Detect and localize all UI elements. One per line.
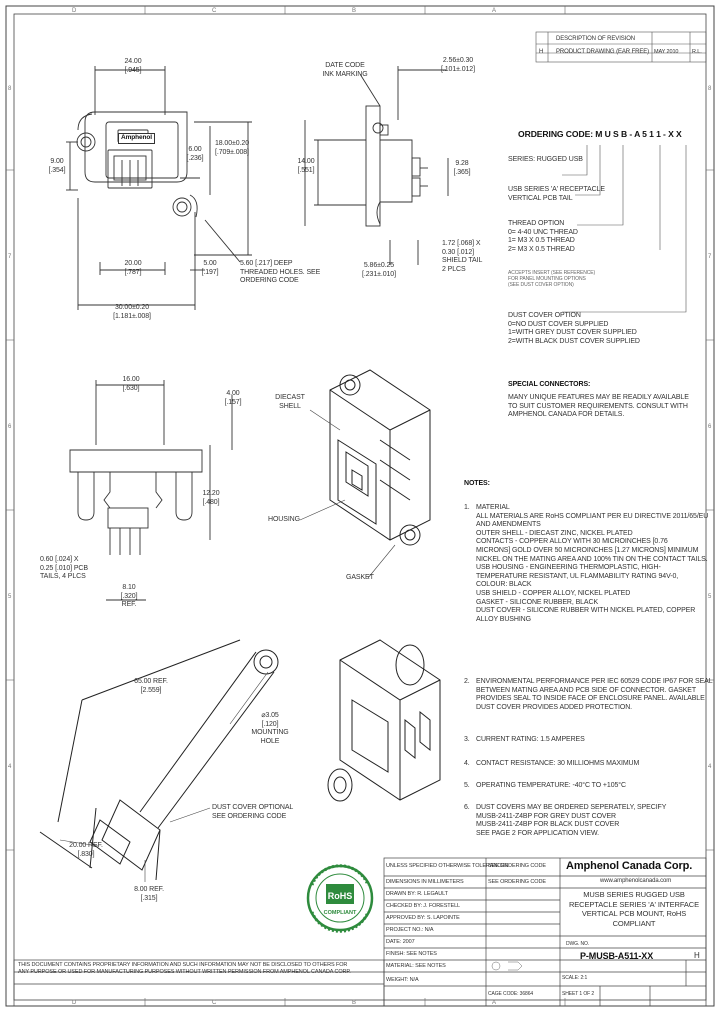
company-name: Amphenol Canada Corp. [566,860,693,872]
confidentiality-notice: THIS DOCUMENT CONTAINS PROPRIETARY INFOR… [18,962,351,975]
svg-text:RoHS: RoHS [328,891,353,901]
special-connectors-title: SPECIAL CONNECTORS: [508,381,591,388]
dust-cover-optional-label: DUST COVER OPTIONAL SEE ORDERING CODE [212,804,294,820]
mounting-hole-label: ⌀3.05 [.120] MOUNTING HOLE [251,712,289,745]
tb-tolerance-label: UNLESS SPECIFIED OTHERWISE TOLERANCES [386,863,509,869]
dim-width: 24.00 [.945] [124,58,142,74]
svg-text:A: A [492,1000,496,1006]
tb-row-7: MATERIAL: SEE NOTES [386,963,446,969]
tb-row-5: DATE: 2007 [386,939,415,945]
note-6-text: DUST COVERS MAY BE ORDERED SEPERATELY, S… [476,804,667,837]
svg-text:8: 8 [8,86,12,92]
svg-text:COMPLIANT: COMPLIANT [324,910,357,916]
svg-text:6: 6 [8,424,12,430]
dim-8-00: 8.00 REF. [.315] [134,886,164,902]
pcb-tails-note: 0.60 [.024] X 0.25 [.010] PCB TAILS, 4 P… [40,556,88,581]
threaded-holes-note: 5.60 [.217] DEEP THREADED HOLES. SEE ORD… [240,260,321,285]
svg-text:C: C [212,1000,217,1006]
dim-9: 9.00 [.354] [48,158,66,174]
svg-text:7: 7 [8,254,12,260]
note-3-number: 3. [464,736,470,743]
svg-text:B: B [352,1000,356,1006]
amphenol-marking: Amphenol [118,133,155,144]
rev-initials: R.L. [692,49,702,55]
dim-14: 14.00 [.551] [297,158,315,174]
dim-16: 16.00 [.630] [122,376,140,392]
company-website: www.amphenolcanada.com [600,878,672,884]
tb-tolerance-value: SEE ORDERING CODE [488,863,546,869]
dim-18: 18.00±0.20 [.709±.008] [215,140,249,156]
ordering-usb-series: USB SERIES 'A' RECEPTACLE VERTICAL PCB T… [508,186,605,202]
dim-2-56: 2.56±0.30 [.101±.012] [441,57,475,73]
dim-6: 6.00 [.236] [186,146,204,162]
housing-label: HOUSING [268,516,300,523]
tb-row-3: APPROVED BY: S. LAPOINTE [386,915,460,921]
svg-text:6: 6 [708,424,712,430]
svg-text:5: 5 [8,594,12,600]
tb-sheet: SHEET 1 OF 2 [562,991,595,997]
dim-20: 20.00 [.787] [124,260,142,276]
tb-row-1: DRAWN BY: R. LEGAULT [386,891,448,897]
rev-header: DESCRIPTION OF REVISION [556,36,636,42]
svg-text:A: A [492,8,496,14]
svg-text:C: C [212,8,217,14]
svg-text:4: 4 [8,764,12,770]
special-connectors-text: MANY UNIQUE FEATURES MAY BE READILY AVAI… [508,394,689,419]
svg-text:D: D [72,8,77,14]
note-1-text: MATERIAL ALL MATERIALS ARE RoHS COMPLIAN… [476,504,709,623]
tb-units-label: DIMENSIONS IN MILLIMETERS [386,879,464,885]
svg-text:5: 5 [708,594,712,600]
dim-9-28: 9.28 [.365] [453,160,471,176]
ordering-fine-note: ACCEPTS INSERT (SEE REFERENCE) FOR PANEL… [508,270,596,288]
svg-text:8: 8 [708,86,712,92]
tb-row-6: FINISH: SEE NOTES [386,951,437,957]
note-1-number: 1. [464,504,470,511]
dim-20-ref: 20.00 REF. [.830] [69,842,103,858]
note-5-text: OPERATING TEMPERATURE: -40°C TO +105°C [476,782,626,789]
tb-units-value: SEE ORDERING CODE [488,879,546,885]
rev-description: PRODUCT DRAWING (EAR FREE) [556,49,650,55]
diecast-shell-label: DIECAST SHELL [275,394,305,410]
note-4-number: 4. [464,760,470,767]
date-code-label: DATE CODE INK MARKING [322,62,368,78]
rev-letter: H [539,49,544,55]
tb-row-8: WEIGHT: N/A [386,977,419,983]
dim-5-86: 5.86±0.25 [.231±.010] [362,262,396,278]
dim-4: 4.00 [.157] [224,390,242,406]
dim-5: 5.00 [.197] [201,260,219,276]
rohs-compliance-seal: RoHS COMPLIANT [306,864,374,933]
tb-row-4: PROJECT NO.: N/A [386,927,434,933]
note-2-number: 2. [464,678,470,685]
part-number: P-MUSB-A511-XX [580,951,654,961]
dim-65-ref: 65.00 REF. [2.559] [134,678,168,694]
dim-12-20: 12.20 [.480] [202,490,220,506]
note-4-text: CONTACT RESISTANCE: 30 MILLIOHMS MAXIMUM [476,760,640,767]
note-3-text: CURRENT RATING: 1.5 AMPERES [476,736,585,743]
svg-text:B: B [352,8,356,14]
svg-text:4: 4 [708,764,712,770]
ordering-series: SERIES: RUGGED USB [508,156,583,163]
gasket-label: GASKET [346,574,374,581]
tb-row-2: CHECKED BY: J. FORESTELL [386,903,461,909]
dim-30: 30.00±0.20 [1.181±.008] [113,304,151,320]
note-2-text: ENVIRONMENTAL PERFORMANCE PER IEC 60529 … [476,678,713,711]
notes-title: NOTES: [464,480,490,487]
ordering-thread-option: THREAD OPTION 0= 4-40 UNC THREAD 1= M3 X… [508,220,578,253]
drawing-title: MUSB SERIES RUGGED USB RECEPTACLE SERIES… [568,890,700,928]
ordering-dust-cover-option: DUST COVER OPTION 0=NO DUST COVER SUPPLI… [508,312,640,345]
dim-8-10: 8.10 [.320] REF. [120,584,138,609]
svg-text:7: 7 [708,254,712,260]
svg-text:D: D [72,1000,77,1006]
tb-scale: SCALE: 2:1 [562,975,588,981]
rev-date: MAY 2010 [654,49,679,55]
tb-drawing-code: CAGE CODE: 36864 [488,991,534,997]
shield-tail-note: 1.72 [.068] X 0.30 [.012] SHIELD TAIL 2 … [442,240,483,273]
tb-rev: H [694,951,700,960]
note-5-number: 5. [464,782,470,789]
tb-dwg-label: DWG. NO. [566,941,590,947]
ordering-code-title: ORDERING CODE: M U S B - A 5 1 1 - X X [518,129,682,139]
note-6-number: 6. [464,804,470,811]
